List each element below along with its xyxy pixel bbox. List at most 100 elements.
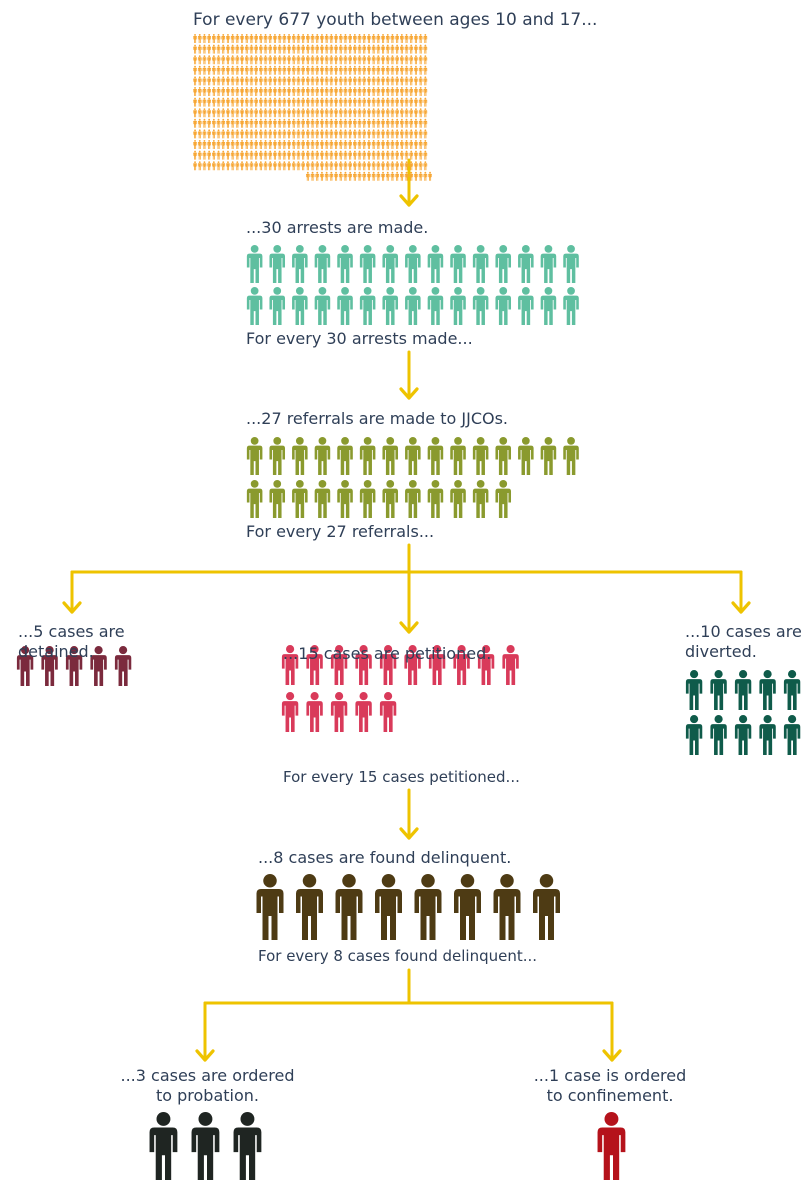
youth-person-icon <box>334 118 338 128</box>
youth-person-icon <box>254 140 258 149</box>
youth-person-icon <box>240 161 244 171</box>
youth-person-icon <box>320 65 324 75</box>
youth-person-icon <box>320 118 324 128</box>
youth-person-icon <box>310 76 315 86</box>
arrests-person-icon <box>292 287 308 325</box>
youth-person-icon <box>324 108 329 118</box>
youth-person-icon <box>404 150 409 160</box>
youth-person-icon <box>296 55 301 65</box>
youth-person-icon <box>306 108 310 118</box>
youth-person-icon <box>329 140 334 149</box>
youth-person-icon <box>409 171 414 181</box>
youth-person-icon <box>301 140 305 149</box>
referrals-person-icon <box>269 480 286 518</box>
youth-person-icon <box>404 118 409 128</box>
youth-person-icon <box>244 34 249 43</box>
youth-person-icon <box>202 129 207 139</box>
youth-person-icon <box>409 129 414 139</box>
youth-person-icon <box>202 65 207 75</box>
youth-person-icon <box>390 129 395 139</box>
youth-person-icon <box>310 118 315 128</box>
youth-person-icon <box>207 150 211 160</box>
youth-person-icon <box>338 161 343 171</box>
youth-person-icon <box>371 97 376 107</box>
arrow-arrests-to-referrals-head <box>399 387 419 400</box>
youth-person-icon <box>263 76 268 86</box>
youth-person-icon <box>296 118 301 128</box>
youth-person-icon <box>385 44 390 54</box>
youth-person-icon <box>193 161 197 171</box>
youth-person-icon <box>414 76 418 86</box>
referrals-person-icon <box>563 437 579 475</box>
arrow-to-diverted-head <box>731 601 751 614</box>
confinement-person-icons <box>597 1112 626 1180</box>
petitioned-person-icon <box>330 692 348 732</box>
youth-person-icon <box>371 140 376 149</box>
youth-person-icon <box>306 65 310 75</box>
youth-person-icon <box>273 161 277 171</box>
youth-person-icon <box>273 108 277 118</box>
youth-person-icon <box>334 44 338 54</box>
confinement-label-line2: to confinement. <box>546 1086 674 1105</box>
youth-person-icon <box>287 55 291 65</box>
youth-person-icon <box>371 76 376 86</box>
youth-person-icon <box>282 140 287 149</box>
youth-person-icon <box>235 118 240 128</box>
delinquent-person-icons <box>256 874 560 940</box>
youth-person-icon <box>230 87 235 96</box>
arrests-person-icon <box>450 287 466 325</box>
diverted-person-icon <box>685 715 703 755</box>
person-icon-groups <box>16 34 801 1180</box>
petitioned-person-icon <box>502 645 519 685</box>
youth-person-icon <box>324 129 329 139</box>
youth-person-icon <box>404 140 409 149</box>
youth-person-icon <box>329 76 334 86</box>
arrests-person-icon <box>314 245 331 283</box>
petitioned-intro-text: For every 15 cases petitioned... <box>283 768 520 786</box>
youth-person-icon <box>235 87 240 96</box>
youth-person-icon <box>263 65 268 75</box>
youth-person-icon <box>404 65 409 75</box>
youth-person-icon <box>376 140 381 149</box>
youth-person-icon <box>357 161 362 171</box>
youth-person-icon <box>254 55 258 65</box>
youth-person-icon <box>259 34 263 43</box>
youth-person-icon <box>338 150 343 160</box>
referrals-person-icon <box>269 437 286 475</box>
youth-person-icon <box>353 76 357 86</box>
youth-person-icon <box>287 161 291 171</box>
petitioned-person-icon <box>404 645 421 685</box>
youth-person-icon <box>343 65 348 75</box>
youth-person-icon <box>343 76 348 86</box>
youth-person-icon <box>291 55 296 65</box>
youth-person-icon <box>282 118 287 128</box>
youth-person-icon <box>324 55 329 65</box>
youth-person-icon <box>249 76 254 86</box>
youth-person-icon <box>414 65 418 75</box>
youth-person-icon <box>244 140 249 149</box>
youth-person-icon <box>343 171 348 181</box>
youth-person-icon <box>409 65 414 75</box>
arrests-person-icon <box>540 245 557 283</box>
youth-person-icon <box>310 108 315 118</box>
youth-person-icon <box>193 55 197 65</box>
youth-person-icon <box>310 55 315 65</box>
youth-person-icon <box>385 65 390 75</box>
youth-person-icon <box>244 150 249 160</box>
youth-person-icon <box>244 87 249 96</box>
youth-person-icon <box>362 76 367 86</box>
youth-person-icon <box>353 129 357 139</box>
youth-person-icon <box>221 34 226 43</box>
youth-person-icon <box>235 97 240 107</box>
youth-person-icon <box>301 34 305 43</box>
youth-person-icon <box>240 34 244 43</box>
youth-person-icon <box>230 150 235 160</box>
youth-person-icon <box>324 44 329 54</box>
youth-person-icon <box>395 118 399 128</box>
youth-person-icon <box>287 97 291 107</box>
youth-person-icon <box>414 44 418 54</box>
youth-person-icon <box>254 34 258 43</box>
youth-person-icon <box>212 140 216 149</box>
youth-person-icon <box>207 34 211 43</box>
youth-person-icon <box>207 76 211 86</box>
